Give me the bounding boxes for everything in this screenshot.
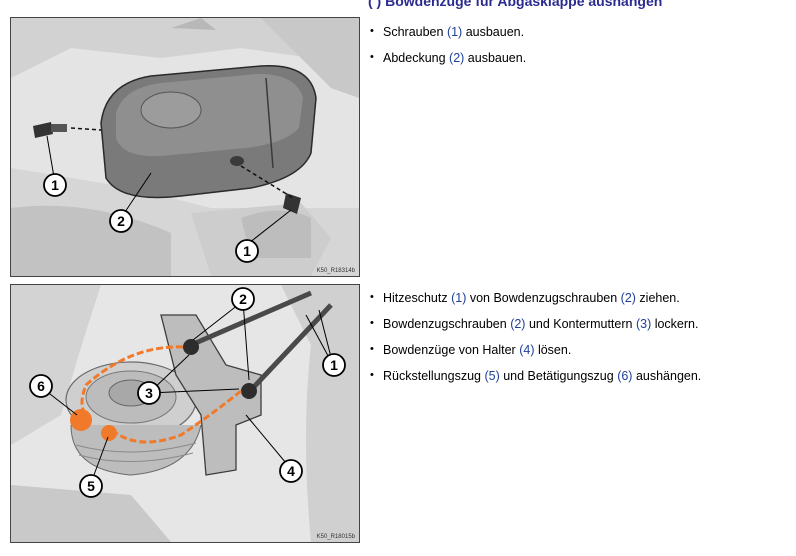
svg-text:4: 4 <box>287 463 295 479</box>
part-reference: (6) <box>617 369 633 383</box>
svg-text:6: 6 <box>37 378 45 394</box>
svg-text:3: 3 <box>145 385 153 401</box>
step-item: Hitzeschutz (1) von Bowdenzugschrauben (… <box>370 289 701 316</box>
figure-cover-removal: 1 2 1 K50_R18314b <box>10 17 360 277</box>
part-reference: (1) <box>446 25 463 39</box>
part-reference: (1) <box>451 291 467 305</box>
svg-text:1: 1 <box>330 357 338 373</box>
section-heading: ( ) Bowdenzüge für Abgasklappe aushängen <box>368 0 663 9</box>
part-reference: (2) <box>620 291 636 305</box>
callout-6: 6 <box>29 374 53 398</box>
callout-1: 1 <box>322 353 346 377</box>
callout-2: 2 <box>109 209 133 233</box>
callout-5: 5 <box>79 474 103 498</box>
step-list-cover: Schrauben (1) ausbauen. Abdeckung (2) au… <box>370 23 526 76</box>
part-reference: (4) <box>519 343 535 357</box>
part-reference: (2) <box>449 51 465 65</box>
bowden-illustration: 2 1 3 6 5 4 <box>11 285 359 542</box>
svg-text:2: 2 <box>117 213 125 229</box>
step-item: Abdeckung (2) ausbauen. <box>370 49 526 76</box>
callout-1a: 1 <box>43 173 67 197</box>
callout-3: 3 <box>137 381 161 405</box>
step-list-cables: Hitzeschutz (1) von Bowdenzugschrauben (… <box>370 289 701 394</box>
callout-2: 2 <box>231 287 255 311</box>
step-item: Bowdenzugschrauben (2) und Kontermuttern… <box>370 315 701 342</box>
cover-illustration: 1 2 1 <box>11 18 359 276</box>
svg-text:1: 1 <box>243 243 251 259</box>
step-item: Rückstellungszug (5) und Betätigungszug … <box>370 367 701 394</box>
figure-bowden-cables: 2 1 3 6 5 4 K50_R18015b <box>10 284 360 543</box>
figure-id-label: K50_R18314b <box>316 268 355 274</box>
figure-id-label: K50_R18015b <box>316 534 355 540</box>
svg-text:2: 2 <box>239 291 247 307</box>
part-reference: (5) <box>484 369 500 383</box>
svg-text:1: 1 <box>51 177 59 193</box>
step-item: Schrauben (1) ausbauen. <box>370 23 526 50</box>
svg-text:5: 5 <box>87 478 95 494</box>
callout-1b: 1 <box>235 239 259 263</box>
callout-4: 4 <box>279 459 303 483</box>
part-reference: (3) <box>635 317 652 331</box>
part-reference: (2) <box>510 317 526 331</box>
step-item: Bowdenzüge von Halter (4) lösen. <box>370 341 701 368</box>
